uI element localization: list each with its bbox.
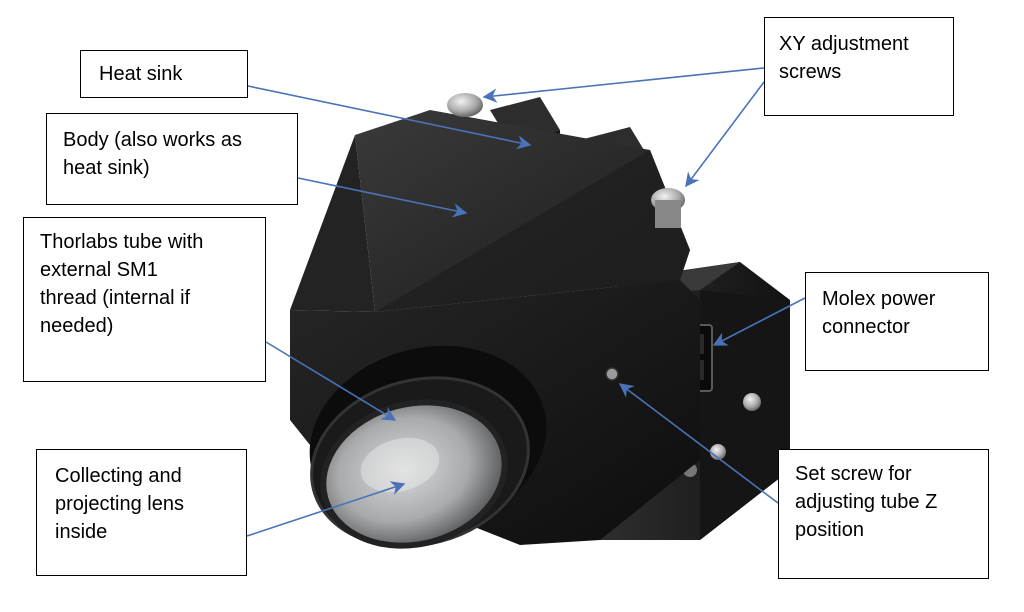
callout-heat-sink: Heat sink (80, 50, 248, 98)
lens-tube (309, 345, 547, 549)
callout-lens: Collecting and projecting lens inside (36, 449, 247, 576)
leader-body (297, 177, 468, 218)
leader-lens (246, 481, 406, 537)
leader-tube (265, 341, 397, 421)
callout-body: Body (also works as heat sink) (46, 113, 298, 205)
leader-heat-sink (247, 85, 532, 150)
callout-set-screw: Set screw for adjusting tube Z position (778, 449, 989, 579)
callout-molex-connector: Molex power connector (805, 272, 989, 371)
callout-thorlabs-tube: Thorlabs tube with external SM1 thread (… (23, 217, 266, 382)
xy-screws (447, 93, 685, 228)
leader-xy-left (482, 67, 765, 103)
callout-xy-screws: XY adjustment screws (764, 17, 954, 116)
leader-set-screw (618, 383, 779, 504)
leader-xy-right (685, 81, 765, 188)
leader-molex (712, 297, 806, 346)
leader-lines (246, 67, 806, 537)
